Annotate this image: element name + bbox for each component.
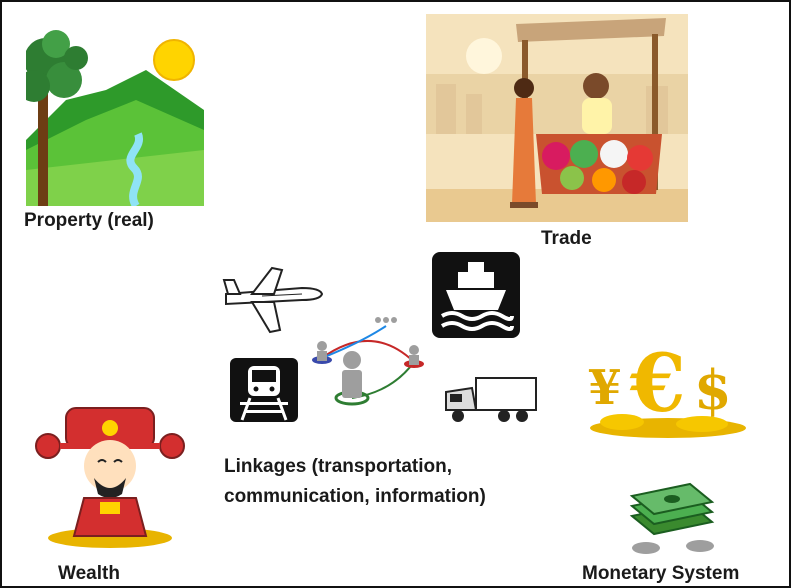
linkages-label: Linkages (transportation, communication,… bbox=[224, 452, 584, 512]
truck-icon bbox=[445, 377, 537, 422]
money-stack-icon bbox=[629, 482, 715, 554]
wealth-label: Wealth bbox=[58, 563, 120, 584]
yen-symbol: ¥ bbox=[588, 360, 622, 416]
linkages-line-2: communication, information) bbox=[224, 486, 486, 507]
euro-symbol: € bbox=[630, 336, 686, 430]
gold-currency-icon: ¥ € $ bbox=[582, 336, 752, 440]
network-people-icon bbox=[312, 317, 424, 406]
dollar-symbol: $ bbox=[694, 358, 732, 422]
train-icon bbox=[230, 358, 298, 422]
wealth-god-icon bbox=[35, 407, 185, 548]
monetary-system-label: Monetary System bbox=[582, 563, 740, 584]
ship-icon bbox=[432, 252, 520, 338]
linkages-line-1: Linkages (transportation, bbox=[224, 456, 453, 477]
trade-label: Trade bbox=[541, 228, 592, 249]
landscape-icon bbox=[26, 30, 204, 206]
market-stall-icon bbox=[426, 14, 688, 222]
airplane-icon bbox=[222, 266, 324, 334]
property-label: Property (real) bbox=[24, 210, 154, 231]
